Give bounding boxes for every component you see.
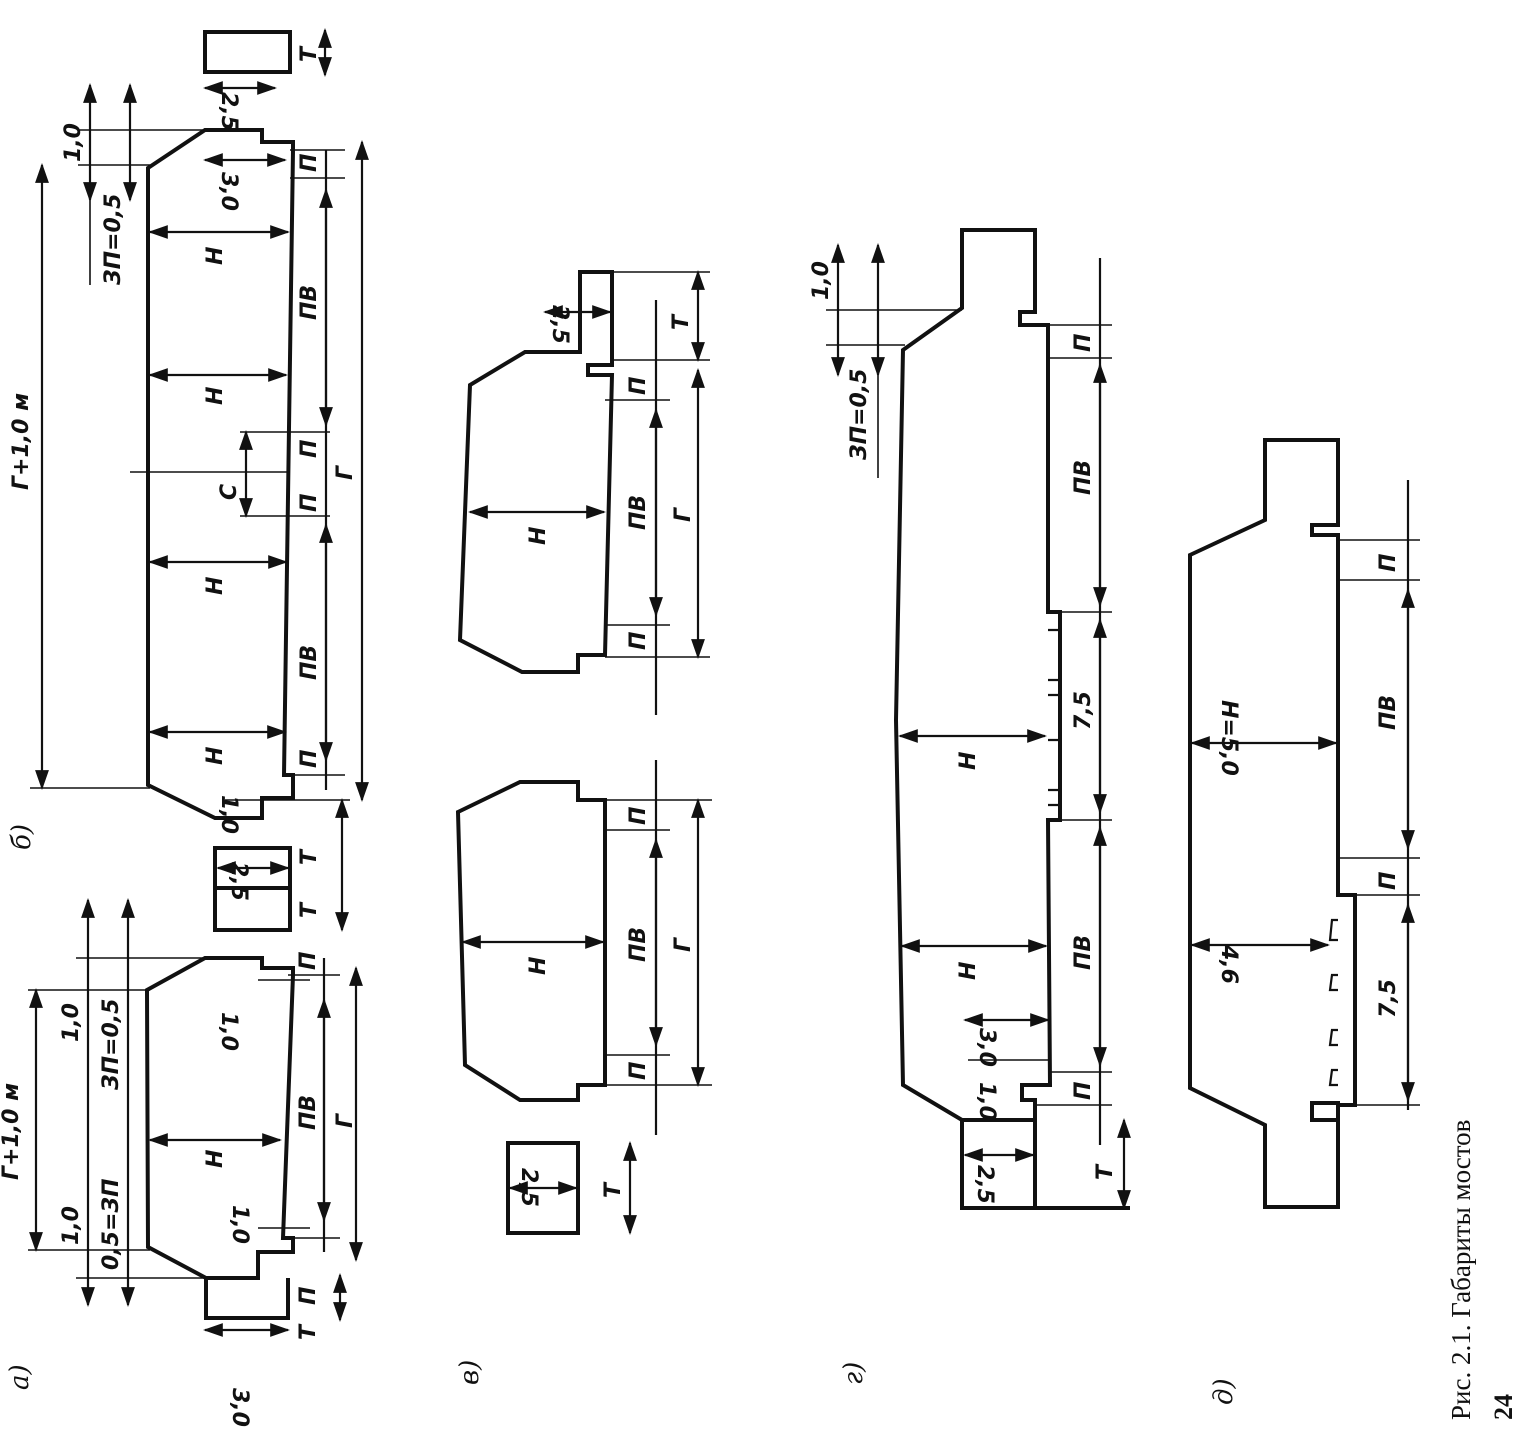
panel-a-outline xyxy=(144,956,295,1280)
panel-a-margin-right: 1,0 xyxy=(59,1003,84,1042)
panel-b: б) Г+1,0 м 1,0 ЗП=0,5 Н Н Н Н С xyxy=(7,28,369,932)
panel-b-w10: 1,0 xyxy=(216,795,241,834)
panel-v-outline-top xyxy=(457,270,615,674)
panel-a-t-box xyxy=(204,1278,290,1320)
panel-v-h-top: Н xyxy=(526,527,551,545)
panel-v-t-box xyxy=(506,1141,580,1235)
panel-g-pv2: ПВ xyxy=(1071,935,1096,970)
panel-g-p2: П xyxy=(1071,1082,1096,1100)
panel-g-label: г) xyxy=(839,1362,869,1385)
panel-b-p4: П xyxy=(297,750,322,768)
panel-v-label: в) xyxy=(455,1360,485,1385)
panel-a-t: Т xyxy=(296,1323,321,1340)
panel-b-w25-top: 2,5 xyxy=(216,92,241,131)
panel-g-w10: 1,0 xyxy=(974,1082,999,1121)
page-number: 24 xyxy=(1489,1394,1518,1420)
panel-d-p1: П xyxy=(1376,554,1401,572)
panel-d-pv: ПВ xyxy=(1376,695,1401,730)
panel-d: д) Н=5,0 4,6 П ПВ П 7,5 xyxy=(1188,438,1420,1405)
panel-b-t-box-top xyxy=(203,30,292,74)
panel-g-pv1: ПВ xyxy=(1071,460,1096,495)
panel-g-w30: 3,0 xyxy=(974,1028,999,1067)
panel-v-h-bottom: Н xyxy=(526,957,551,975)
panel-v-p1: П xyxy=(626,377,651,395)
panel-v-pv-bottom: ПВ xyxy=(626,927,651,962)
panel-b-label: б) xyxy=(7,824,37,850)
panel-g-h1: Н xyxy=(956,752,981,770)
panel-a-w10-bottom: 1,0 xyxy=(227,1205,252,1244)
panel-b-pv2: ПВ xyxy=(297,645,322,680)
panel-a-g: Г xyxy=(333,1113,358,1128)
panel-v: в) Н Н П ПВ П Г Т 2,5 xyxy=(455,270,712,1385)
panel-v-p3: П xyxy=(626,807,651,825)
panel-g-p1: П xyxy=(1071,334,1096,352)
panel-a-label: а) xyxy=(5,1364,35,1390)
panel-b-w30: 3,0 xyxy=(216,172,241,211)
panel-b-total: Г+1,0 м xyxy=(9,393,34,490)
panel-b-g: Г xyxy=(333,465,358,480)
panel-v-p2: П xyxy=(626,632,651,650)
panel-g: г) 1,0 ЗП=0,5 Н Н П ПВ 7,5 ПВ П xyxy=(809,228,1131,1385)
panel-a-margin-left: 1,0 xyxy=(59,1206,84,1245)
panel-b-pv1: ПВ xyxy=(297,285,322,320)
panel-d-p2: П xyxy=(1376,872,1401,890)
panel-a-total: Г+1,0 м xyxy=(0,1083,24,1180)
panel-b-t-top: Т xyxy=(297,45,322,62)
panel-v-g-bottom: Г xyxy=(671,937,696,952)
panel-b-p1: П xyxy=(297,154,322,172)
panel-a-p-top: П xyxy=(296,952,321,970)
panel-g-track xyxy=(1048,628,1058,807)
panel-d-h46: 4,6 xyxy=(1216,944,1241,984)
panel-b-zp: ЗП=0,5 xyxy=(101,194,126,286)
panel-g-margin: 1,0 xyxy=(809,261,834,300)
panel-g-outline xyxy=(893,228,1062,1122)
panel-b-c: С xyxy=(217,484,242,500)
panel-a-pv: ПВ xyxy=(296,1095,321,1130)
panel-d-track-width: 7,5 xyxy=(1376,979,1401,1018)
panel-b-t-bottom-2: Т xyxy=(297,901,322,918)
panel-d-h50: Н=5,0 xyxy=(1216,700,1241,776)
figure-caption: Рис. 2.1. Габариты мостов xyxy=(1446,1120,1476,1420)
panel-v-w25-top: 2,5 xyxy=(547,305,572,344)
panel-b-t-bottom-1: Т xyxy=(297,848,322,865)
panel-v-g-top: Г xyxy=(671,507,696,522)
panel-v-pv-top: ПВ xyxy=(626,495,651,530)
panel-g-w25: 2,5 xyxy=(972,1165,997,1204)
panel-g-zp: ЗП=0,5 xyxy=(847,369,872,461)
panel-d-label: д) xyxy=(1209,1378,1239,1405)
panel-v-p4: П xyxy=(626,1062,651,1080)
panel-d-rails xyxy=(1328,918,1338,1087)
panel-a-zp-left: 0,5=ЗП xyxy=(99,1179,124,1270)
panel-g-t-box xyxy=(960,1120,1130,1210)
panel-b-p3: П xyxy=(297,494,322,512)
panel-a-w10-top: 1,0 xyxy=(216,1012,241,1051)
panel-b-w25-bottom: 2,5 xyxy=(226,862,251,901)
panel-a-h: Н xyxy=(203,1150,228,1168)
panel-b-p2: П xyxy=(297,440,322,458)
panel-b-h3: Н xyxy=(203,577,228,595)
panel-b-margin: 1,0 xyxy=(61,123,86,162)
panel-b-h1: Н xyxy=(203,247,228,265)
panel-b-outline xyxy=(146,128,295,820)
panel-b-h4: Н xyxy=(203,747,228,765)
panel-v-t-top: Т xyxy=(669,313,694,330)
panel-a-w30: 3,0 xyxy=(227,1388,252,1427)
panel-v-t-bottom: Т xyxy=(601,1181,626,1198)
panel-g-track-width: 7,5 xyxy=(1071,691,1096,730)
panel-a: а) Н Г+1,0 м 1,0 1,0 0,5=ЗП ЗП=0,5 П ПВ … xyxy=(0,898,363,1427)
panel-g-h2: Н xyxy=(956,962,981,980)
panel-a-zp-right: ЗП=0,5 xyxy=(99,999,124,1091)
panel-a-p-bottom: П xyxy=(296,1287,321,1305)
panel-b-h2: Н xyxy=(203,387,228,405)
panel-b-t-box-bottom xyxy=(213,846,292,932)
panel-d-outline xyxy=(1188,438,1357,1209)
panel-g-t: Т xyxy=(1093,1163,1118,1180)
